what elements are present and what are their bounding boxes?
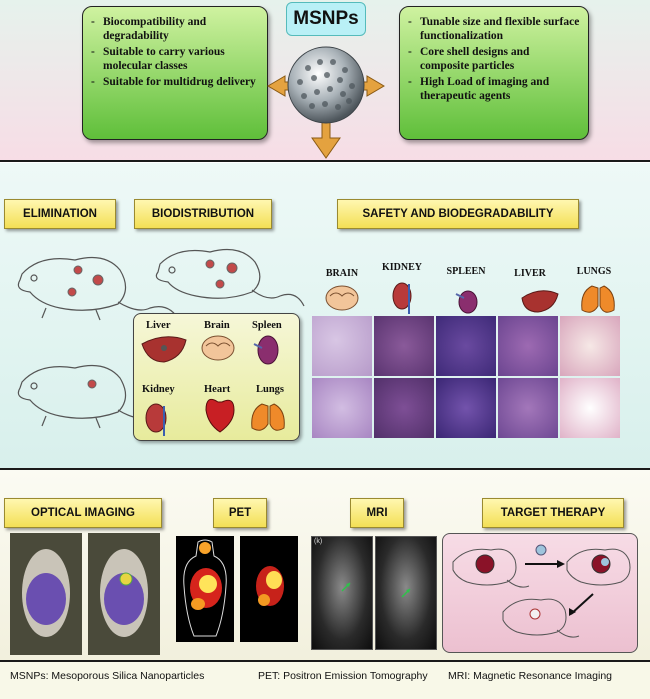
- bio-organ-label: Liver: [146, 320, 171, 331]
- hub-title: MSNPs: [286, 2, 366, 36]
- right-property: High Load of imaging and therapeutic age…: [408, 75, 580, 103]
- brain-icon: [325, 285, 359, 311]
- histology-brain-2: [312, 378, 372, 438]
- divider-middle: [0, 468, 650, 470]
- therapy-mouse-1: [452, 548, 530, 588]
- mouse-elimination-top: [17, 257, 181, 323]
- label-biodistribution: BIODISTRIBUTION: [134, 199, 272, 229]
- lungs-icon: [581, 285, 615, 313]
- pet-image-1: [176, 536, 234, 642]
- bio-organ-icons: [141, 335, 285, 436]
- arrow-down-left-icon: [569, 608, 576, 616]
- mouse-biodistribution-spots: [205, 259, 238, 289]
- histology-kidney-1: [374, 316, 434, 376]
- bio-organ-label: Brain: [204, 320, 230, 331]
- footer-section: [0, 662, 650, 699]
- mri-panel-letter: (k): [314, 538, 323, 545]
- heart-icon: [205, 398, 235, 433]
- histology-liver-1: [498, 316, 558, 376]
- label-safety: SAFETY AND BIODEGRADABILITY: [337, 199, 579, 229]
- spleen-icon: [257, 335, 279, 365]
- therapy-mouse-2: [566, 548, 631, 586]
- right-properties-box: Tunable size and flexible surface functi…: [399, 6, 589, 140]
- histology-spleen-2: [436, 378, 496, 438]
- sphere-pores: [297, 59, 355, 110]
- divider-bottom: [0, 660, 650, 662]
- footer-msnp-definition: MSNPs: Mesoporous Silica Nanoparticles: [10, 670, 205, 682]
- safety-organ-label: LUNGS: [576, 266, 612, 277]
- left-property: Biocompatibility and degradability: [91, 15, 259, 43]
- label-target-therapy: TARGET THERAPY: [482, 498, 624, 528]
- nanoparticle-icon: [601, 558, 609, 566]
- tumor-icon: [475, 554, 495, 574]
- liver-icon: [521, 290, 559, 313]
- histology-lungs-1: [560, 316, 620, 376]
- bio-organ-label: Kidney: [142, 384, 175, 395]
- therapy-mouse-3: [502, 598, 580, 638]
- spleen-icon: [458, 290, 478, 314]
- treated-site-icon: [529, 608, 541, 620]
- label-elimination: ELIMINATION: [4, 199, 116, 229]
- mouse-elimination-top-spots: [67, 265, 104, 297]
- histology-liver-2: [498, 378, 558, 438]
- safety-organ-label: BRAIN: [325, 268, 359, 279]
- kidney-icon: [145, 403, 167, 433]
- nanoparticle-icon: [535, 544, 547, 556]
- divider-top: [0, 160, 650, 162]
- mouse-biodistribution: [155, 249, 305, 307]
- label-pet: PET: [213, 498, 267, 528]
- label-optical-imaging: OPTICAL IMAGING: [4, 498, 162, 528]
- bio-organ-label: Spleen: [252, 320, 282, 331]
- right-property: Tunable size and flexible surface functi…: [408, 15, 580, 43]
- left-property: Suitable for multidrug delivery: [91, 75, 259, 89]
- mri-image-1: (k): [311, 536, 373, 650]
- optical-image-2: [88, 533, 160, 655]
- footer-mri-definition: MRI: Magnetic Resonance Imaging: [448, 670, 612, 682]
- label-mri: MRI: [350, 498, 404, 528]
- footer-pet-definition: PET: Positron Emission Tomography: [258, 670, 428, 682]
- brain-icon: [201, 335, 235, 361]
- safety-organ-label: SPLEEN: [446, 266, 486, 277]
- safety-organ-label: KIDNEY: [381, 262, 422, 273]
- histology-spleen-1: [436, 316, 496, 376]
- safety-organ-label: LIVER: [514, 268, 546, 279]
- bio-organ-label: Heart: [204, 384, 231, 395]
- mri-image-2: [375, 536, 437, 650]
- mouse-elimination-bottom-spots: [87, 379, 97, 389]
- pet-image-2: [240, 536, 298, 642]
- left-property: Suitable to carry various molecular clas…: [91, 45, 259, 73]
- biodistribution-organ-box: Liver Brain Spleen Kidney Heart Lungs: [133, 313, 300, 441]
- lungs-icon: [251, 403, 285, 431]
- bio-organ-label: Lungs: [256, 384, 285, 395]
- arrow-right-icon: [557, 560, 565, 568]
- kidney-icon: [392, 282, 412, 310]
- left-properties-box: Biocompatibility and degradability Suita…: [82, 6, 268, 140]
- safety-organ-icons: [325, 282, 615, 314]
- histology-lungs-2: [560, 378, 620, 438]
- histology-kidney-2: [374, 378, 434, 438]
- right-property: Core shell designs and composite particl…: [408, 45, 580, 73]
- hub-graphics: [267, 46, 385, 159]
- optical-image-1: [10, 533, 82, 655]
- target-therapy-box: [442, 533, 638, 653]
- histology-brain-1: [312, 316, 372, 376]
